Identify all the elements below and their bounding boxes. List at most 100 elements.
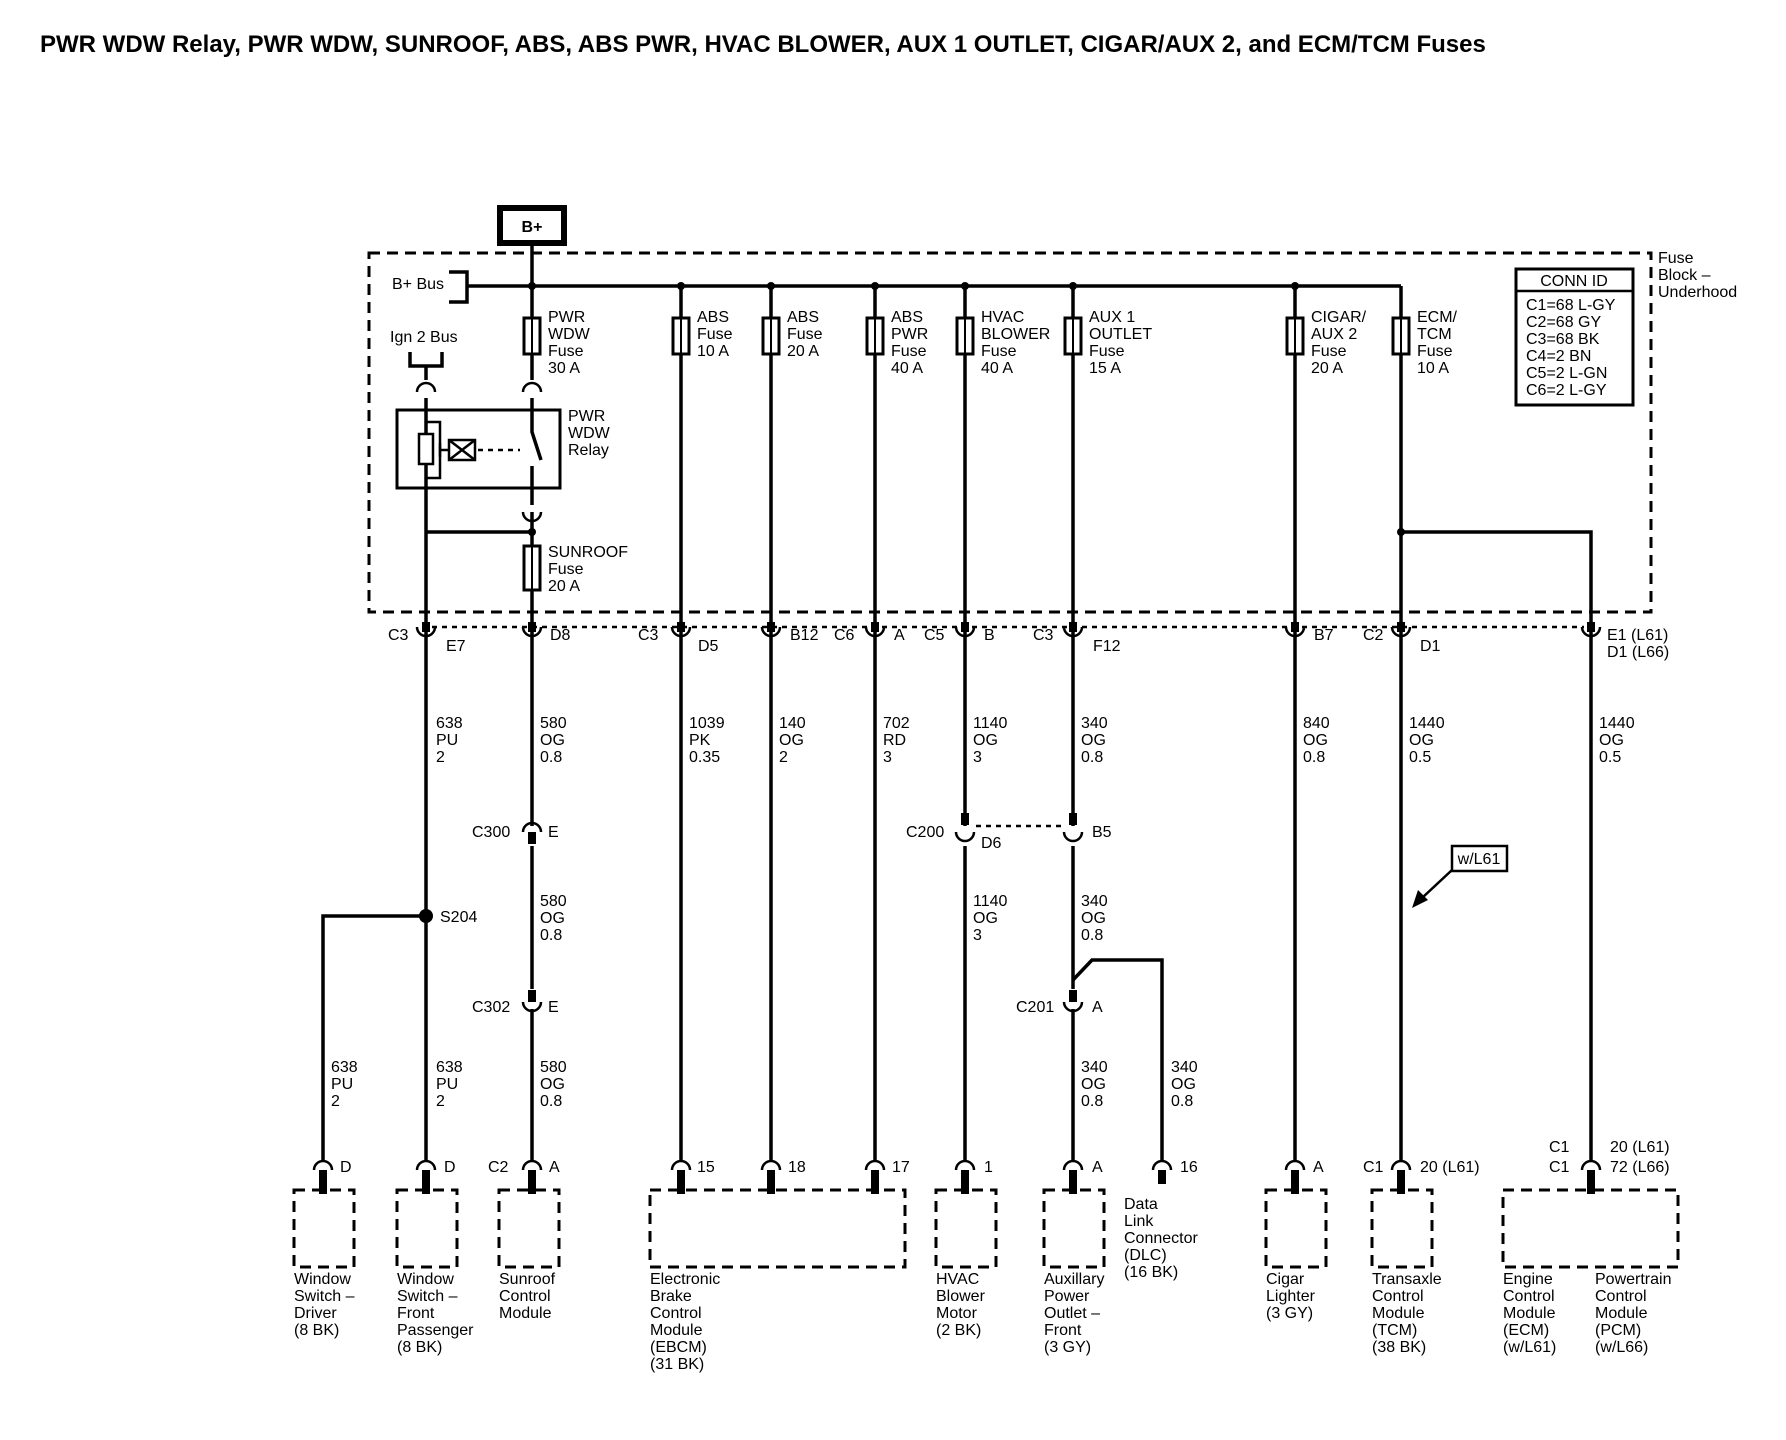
svg-text:PWR: PWR — [891, 326, 928, 343]
svg-text:0.8: 0.8 — [1081, 1093, 1103, 1110]
fuse-cigar-aux-2: CIGAR/ AUX 2 Fuse 20 A — [1285, 286, 1367, 377]
svg-text:15 A: 15 A — [1089, 360, 1121, 377]
svg-text:0.8: 0.8 — [1303, 749, 1325, 766]
svg-text:Fuse: Fuse — [981, 343, 1017, 360]
svg-text:2: 2 — [331, 1093, 340, 1110]
fuse-abs-10a: ABS Fuse 10 A — [671, 286, 733, 360]
option-note-arrow-head — [1412, 890, 1428, 908]
bc-label-f12: F12 — [1093, 638, 1121, 655]
label-sunroof-module: Sunroof Control Module — [499, 1271, 556, 1322]
aux-outlet-box — [1042, 1188, 1106, 1269]
wire-638-pu-driver — [321, 914, 426, 1162]
hvac-blower-box — [934, 1188, 998, 1269]
svg-text:0.8: 0.8 — [1081, 927, 1103, 944]
svg-text:10 A: 10 A — [697, 343, 729, 360]
svg-text:3: 3 — [973, 749, 982, 766]
svg-text:Brake: Brake — [650, 1288, 692, 1305]
svg-text:Fuse: Fuse — [891, 343, 927, 360]
ign-bus-bracket — [408, 352, 444, 368]
component-pins — [312, 1159, 1602, 1184]
svg-text:OG: OG — [1171, 1076, 1196, 1093]
svg-text:1440: 1440 — [1599, 715, 1635, 732]
svg-text:0.8: 0.8 — [1081, 749, 1103, 766]
pin-label-ebcm-15: 15 — [697, 1159, 715, 1176]
svg-text:(38 BK): (38 BK) — [1372, 1339, 1426, 1356]
cigar-lighter-box — [1264, 1188, 1328, 1269]
svg-text:ECM/: ECM/ — [1417, 309, 1458, 326]
ecm-tcm-split-dot — [1397, 528, 1405, 536]
svg-text:2: 2 — [436, 749, 445, 766]
bc-label-a: A — [894, 627, 905, 644]
bc-label-b: B — [984, 627, 995, 644]
svg-text:(31 BK): (31 BK) — [650, 1356, 704, 1373]
wire-340-og-dlc — [1071, 958, 1164, 1162]
svg-text:Lighter: Lighter — [1266, 1288, 1316, 1305]
svg-text:A: A — [1092, 999, 1103, 1016]
block-connector-pins — [415, 622, 1602, 638]
svg-text:OG: OG — [1599, 732, 1624, 749]
svg-text:OG: OG — [973, 910, 998, 927]
svg-text:Module: Module — [1503, 1305, 1556, 1322]
conn-id-table: CONN ID C1=68 L-GY C2=68 GY C3=68 BK C4=… — [1514, 267, 1635, 407]
svg-text:BLOWER: BLOWER — [981, 326, 1050, 343]
svg-text:Driver: Driver — [294, 1305, 337, 1322]
b-bus-bracket — [449, 270, 469, 304]
pin-label-ebcm-18: 18 — [788, 1159, 806, 1176]
svg-text:E: E — [548, 824, 559, 841]
svg-text:Front: Front — [397, 1305, 435, 1322]
svg-text:OG: OG — [540, 910, 565, 927]
label-hvac-blower: HVAC Blower Motor (2 BK) — [936, 1271, 986, 1339]
svg-text:OG: OG — [1409, 732, 1434, 749]
inline-connector-c201: C201 A — [1016, 990, 1103, 1016]
svg-text:1039: 1039 — [689, 715, 725, 732]
svg-text:0.8: 0.8 — [540, 927, 562, 944]
conn-id-row: C2=68 GY — [1526, 314, 1601, 331]
label-ebcm: Electronic Brake Control Module (EBCM) (… — [650, 1271, 720, 1373]
pin-label-ecm-c1: C1 — [1549, 1139, 1570, 1156]
svg-text:AUX 2: AUX 2 — [1311, 326, 1357, 343]
svg-text:Control: Control — [1503, 1288, 1555, 1305]
svg-text:3: 3 — [883, 749, 892, 766]
svg-text:Cigar: Cigar — [1266, 1271, 1305, 1288]
svg-text:OG: OG — [1081, 1076, 1106, 1093]
label-ecm: Engine Control Module (ECM) (w/L61) — [1503, 1271, 1556, 1356]
svg-text:Fuse: Fuse — [787, 326, 823, 343]
svg-text:0.8: 0.8 — [540, 1093, 562, 1110]
svg-text:(TCM): (TCM) — [1372, 1322, 1417, 1339]
svg-text:Transaxle: Transaxle — [1372, 1271, 1442, 1288]
pin-label-ecm-20: 20 (L61) — [1610, 1139, 1670, 1156]
relay-label-3: Relay — [568, 442, 609, 459]
svg-text:PU: PU — [436, 732, 458, 749]
svg-text:TCM: TCM — [1417, 326, 1452, 343]
conn-id-row: C3=68 BK — [1526, 331, 1600, 348]
svg-text:Module: Module — [1595, 1305, 1648, 1322]
fuse-block-outline — [367, 251, 1653, 614]
fuse-pwr-wdw: PWR WDW Fuse 30 A — [522, 286, 591, 380]
svg-text:Control: Control — [650, 1305, 702, 1322]
svg-text:C200: C200 — [906, 824, 944, 841]
pin-label-ebcm-17: 17 — [892, 1159, 910, 1176]
svg-text:Outlet –: Outlet – — [1044, 1305, 1100, 1322]
svg-text:C300: C300 — [472, 824, 510, 841]
bc-label-b7: B7 — [1314, 627, 1334, 644]
svg-text:PU: PU — [436, 1076, 458, 1093]
svg-text:340: 340 — [1171, 1059, 1198, 1076]
svg-text:340: 340 — [1081, 893, 1108, 910]
svg-text:C302: C302 — [472, 999, 510, 1016]
fuse-hvac-blower: HVAC BLOWER Fuse 40 A — [955, 286, 1050, 377]
label-tcm: Transaxle Control Module (TCM) (38 BK) — [1372, 1271, 1442, 1356]
svg-text:1140: 1140 — [973, 715, 1008, 732]
svg-text:B5: B5 — [1092, 824, 1112, 841]
b-plus-label: B+ — [522, 219, 543, 236]
fuse-abs-20a: ABS Fuse 20 A — [761, 286, 823, 360]
svg-text:(16 BK): (16 BK) — [1124, 1264, 1178, 1281]
